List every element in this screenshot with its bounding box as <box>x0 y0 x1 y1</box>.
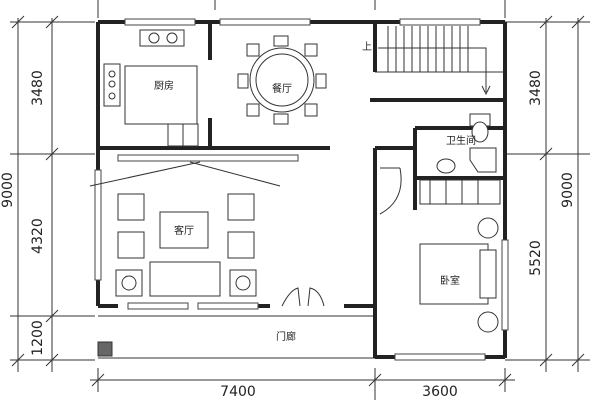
porch-label: 门廊 <box>276 330 296 343</box>
dining: 餐厅 <box>237 35 327 125</box>
dim-left-total-9000: 9000 <box>0 172 16 208</box>
staircase: 上 <box>362 26 505 96</box>
dim-right-5520: 5520 <box>528 240 544 276</box>
bathroom: 卫生间 <box>419 113 501 205</box>
dim-right-3480: 3480 <box>528 70 544 106</box>
bedroom-label: 卧室 <box>440 274 460 287</box>
living-room: 客厅 <box>89 161 281 297</box>
porch: 门廊 <box>97 330 296 357</box>
left-dimension-lines <box>10 15 95 372</box>
dim-bottom-3600: 3600 <box>422 384 458 400</box>
bottom-dimension-lines <box>90 0 515 400</box>
kitchen-label: 厨房 <box>154 79 174 92</box>
living-room-label: 客厅 <box>174 224 194 237</box>
entrance-doors <box>281 167 402 307</box>
dim-bottom-7400: 7400 <box>220 384 256 400</box>
bedroom: 卧室 <box>419 217 499 333</box>
dim-left-1200: 1200 <box>30 320 46 356</box>
interior-walls <box>96 22 505 358</box>
windows <box>94 18 509 361</box>
dim-left-4320: 4320 <box>30 218 46 254</box>
dim-right-total-9000: 9000 <box>560 172 576 208</box>
dim-left-3480: 3480 <box>30 70 46 106</box>
kitchen: 厨房 <box>103 29 199 147</box>
dining-label: 餐厅 <box>272 82 292 95</box>
bathroom-label: 卫生间 <box>446 134 476 147</box>
stair-up-label: 上 <box>362 41 372 53</box>
right-dimension-lines <box>505 15 590 372</box>
